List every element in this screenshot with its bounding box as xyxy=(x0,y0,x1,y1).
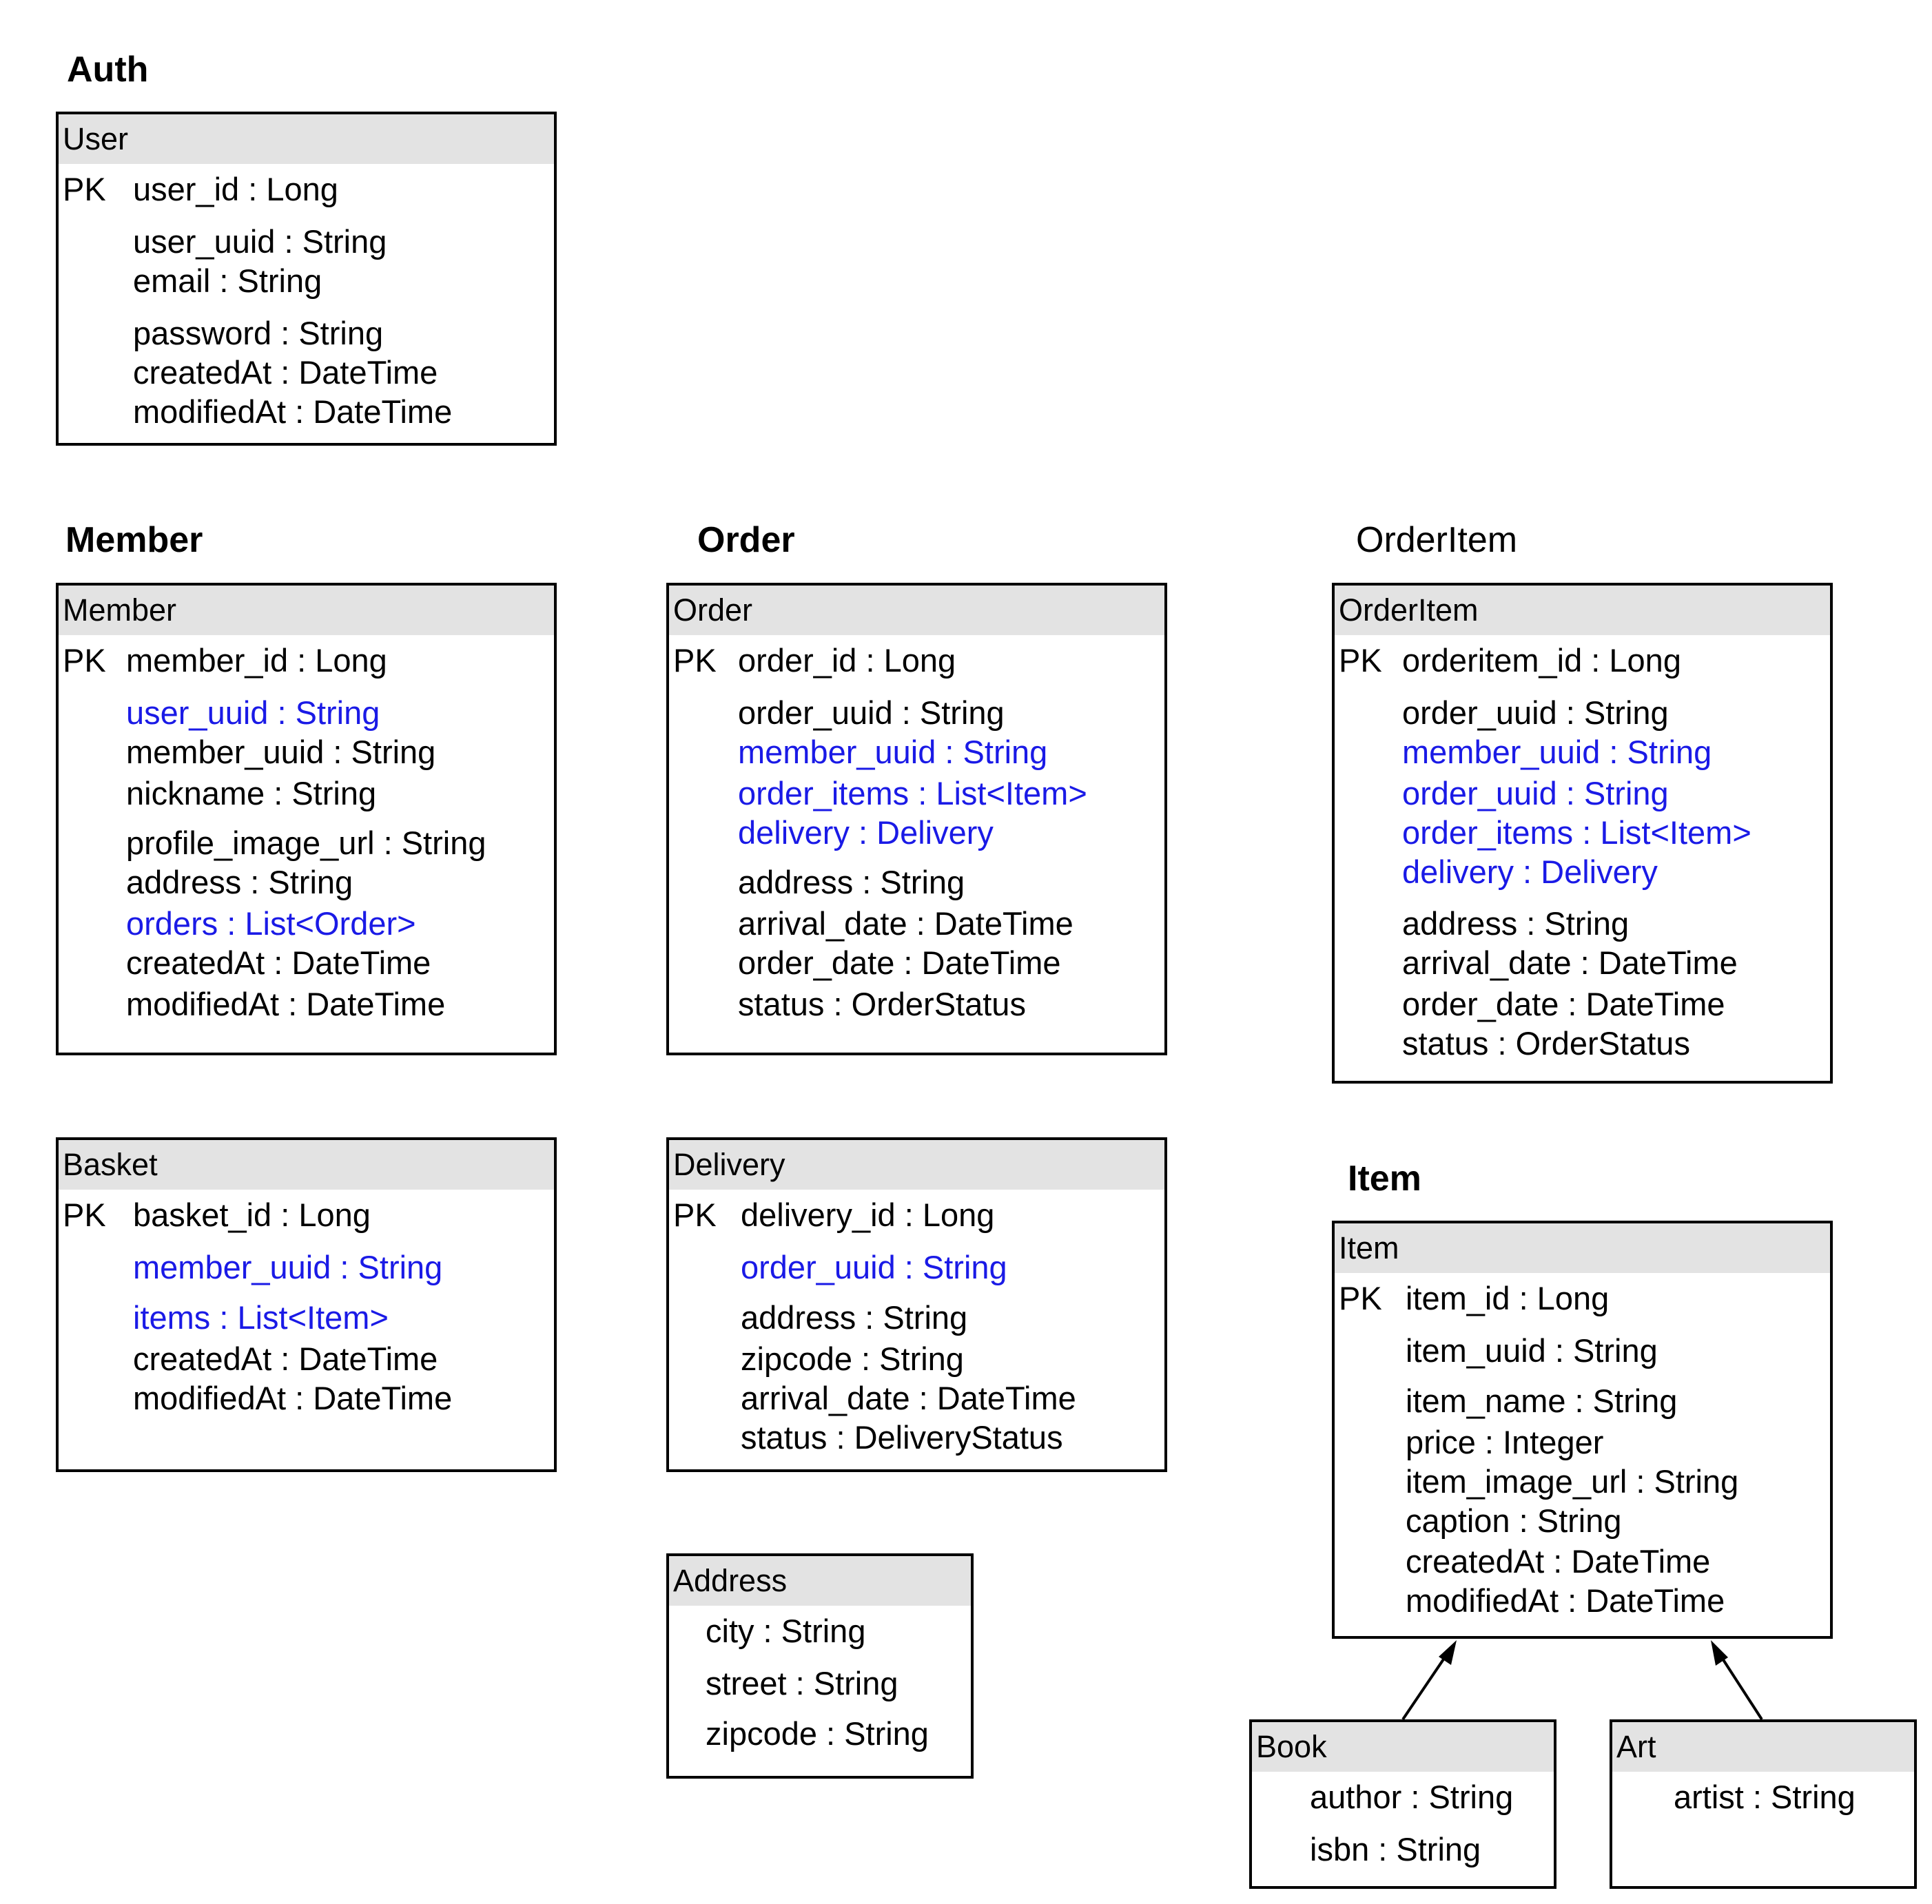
attribute-modified-at: modifiedAt : DateTime xyxy=(1406,1582,1725,1619)
attribute-item-id: item_id : Long xyxy=(1406,1280,1610,1316)
pk-label: PK xyxy=(1339,1280,1382,1316)
attribute-member-uuid: member_uuid : String xyxy=(133,1249,443,1285)
attribute-modified-at: modifiedAt : DateTime xyxy=(126,986,446,1022)
attribute-order-items: order_items : List<Item> xyxy=(738,775,1087,811)
entity-book[interactable]: Book author : String isbn : String xyxy=(1249,1719,1556,1889)
pk-label: PK xyxy=(63,642,106,679)
attribute-email: email : String xyxy=(133,262,322,299)
pk-label: PK xyxy=(673,1197,717,1233)
entity-order[interactable]: Order PK order_id : Long order_uuid : St… xyxy=(666,583,1167,1055)
pk-label: PK xyxy=(673,642,717,679)
section-title-item: Item xyxy=(1348,1159,1421,1199)
attribute-order-id: order_id : Long xyxy=(738,642,956,679)
attribute-order-items: order_items : List<Item> xyxy=(1402,814,1751,851)
attribute-member-uuid: member_uuid : String xyxy=(1402,734,1712,770)
entity-delivery[interactable]: Delivery PK delivery_id : Long order_uui… xyxy=(666,1137,1167,1472)
attribute-member-uuid: member_uuid : String xyxy=(738,734,1048,770)
attribute-address: address : String xyxy=(126,864,353,900)
entity-orderitem-name: OrderItem xyxy=(1335,586,1830,635)
section-title-auth: Auth xyxy=(67,50,149,90)
attribute-price: price : Integer xyxy=(1406,1424,1604,1460)
entity-user[interactable]: User PK user_id : Long user_uuid : Strin… xyxy=(56,112,557,446)
attribute-basket-id: basket_id : Long xyxy=(133,1197,371,1233)
attribute-password: password : String xyxy=(133,315,384,351)
attribute-status: status : OrderStatus xyxy=(738,986,1026,1022)
attribute-artist: artist : String xyxy=(1674,1779,1856,1815)
attribute-delivery-id: delivery_id : Long xyxy=(741,1197,995,1233)
attribute-street: street : String xyxy=(706,1665,898,1701)
attribute-modified-at: modifiedAt : DateTime xyxy=(133,1380,453,1416)
attribute-status: status : OrderStatus xyxy=(1402,1025,1690,1062)
attribute-items: items : List<Item> xyxy=(133,1299,389,1336)
pk-label: PK xyxy=(1339,642,1382,679)
attribute-order-uuid: order_uuid : String xyxy=(741,1249,1007,1285)
attribute-created-at: createdAt : DateTime xyxy=(126,944,431,981)
entity-item-name: Item xyxy=(1335,1223,1830,1273)
attribute-created-at: createdAt : DateTime xyxy=(1406,1543,1711,1580)
entity-user-name: User xyxy=(59,114,554,164)
pk-label: PK xyxy=(63,1197,106,1233)
arrow-book-to-item xyxy=(1401,1640,1457,1721)
attribute-caption: caption : String xyxy=(1406,1502,1622,1539)
entity-basket[interactable]: Basket PK basket_id : Long member_uuid :… xyxy=(56,1137,557,1472)
attribute-zipcode: zipcode : String xyxy=(741,1341,964,1377)
attribute-orders: orders : List<Order> xyxy=(126,905,416,942)
attribute-item-uuid: item_uuid : String xyxy=(1406,1332,1658,1369)
entity-basket-name: Basket xyxy=(59,1140,554,1190)
attribute-user-id: user_id : Long xyxy=(133,171,338,207)
attribute-isbn: isbn : String xyxy=(1310,1831,1481,1867)
entity-delivery-name: Delivery xyxy=(669,1140,1164,1190)
section-title-orderitem: OrderItem xyxy=(1356,520,1518,560)
attribute-arrival-date: arrival_date : DateTime xyxy=(741,1380,1076,1416)
attribute-order-uuid: order_uuid : String xyxy=(738,694,1005,731)
attribute-item-name: item_name : String xyxy=(1406,1383,1678,1419)
attribute-arrival-date: arrival_date : DateTime xyxy=(738,905,1073,942)
attribute-address: address : String xyxy=(741,1299,968,1336)
section-title-order: Order xyxy=(697,520,795,560)
attribute-order-uuid: order_uuid : String xyxy=(1402,694,1669,731)
attribute-author: author : String xyxy=(1310,1779,1514,1815)
attribute-city: city : String xyxy=(706,1613,866,1649)
pk-label: PK xyxy=(63,171,106,207)
attribute-address: address : String xyxy=(1402,905,1630,942)
attribute-item-image-url: item_image_url : String xyxy=(1406,1463,1739,1500)
attribute-created-at: createdAt : DateTime xyxy=(133,354,438,391)
attribute-order-date: order_date : DateTime xyxy=(738,944,1061,981)
entity-art-name: Art xyxy=(1612,1722,1914,1772)
attribute-member-id: member_id : Long xyxy=(126,642,387,679)
attribute-nickname: nickname : String xyxy=(126,775,377,811)
attribute-order-date: order_date : DateTime xyxy=(1402,986,1725,1022)
entity-book-name: Book xyxy=(1252,1722,1554,1772)
arrow-art-to-item xyxy=(1711,1640,1763,1721)
entity-item[interactable]: Item PK item_id : Long item_uuid : Strin… xyxy=(1332,1221,1833,1639)
entity-art[interactable]: Art artist : String xyxy=(1610,1719,1917,1889)
attribute-profile-image-url: profile_image_url : String xyxy=(126,825,486,861)
attribute-address: address : String xyxy=(738,864,965,900)
attribute-member-uuid: member_uuid : String xyxy=(126,734,436,770)
attribute-arrival-date: arrival_date : DateTime xyxy=(1402,944,1738,981)
attribute-user-uuid: user_uuid : String xyxy=(126,694,380,731)
attribute-delivery: delivery : Delivery xyxy=(738,814,994,851)
attribute-status: status : DeliveryStatus xyxy=(741,1419,1063,1456)
section-title-member: Member xyxy=(65,520,203,560)
entity-orderitem[interactable]: OrderItem PK orderitem_id : Long order_u… xyxy=(1332,583,1833,1084)
attribute-delivery: delivery : Delivery xyxy=(1402,853,1658,890)
entity-address[interactable]: Address city : String street : String zi… xyxy=(666,1553,974,1779)
attribute-zipcode: zipcode : String xyxy=(706,1715,929,1752)
entity-member-name: Member xyxy=(59,586,554,635)
entity-member[interactable]: Member PK member_id : Long user_uuid : S… xyxy=(56,583,557,1055)
attribute-order-uuid-ref: order_uuid : String xyxy=(1402,775,1669,811)
entity-address-name: Address xyxy=(669,1556,971,1606)
attribute-modified-at: modifiedAt : DateTime xyxy=(133,393,453,430)
entity-order-name: Order xyxy=(669,586,1164,635)
attribute-user-uuid: user_uuid : String xyxy=(133,223,387,260)
attribute-orderitem-id: orderitem_id : Long xyxy=(1402,642,1681,679)
attribute-created-at: createdAt : DateTime xyxy=(133,1341,438,1377)
